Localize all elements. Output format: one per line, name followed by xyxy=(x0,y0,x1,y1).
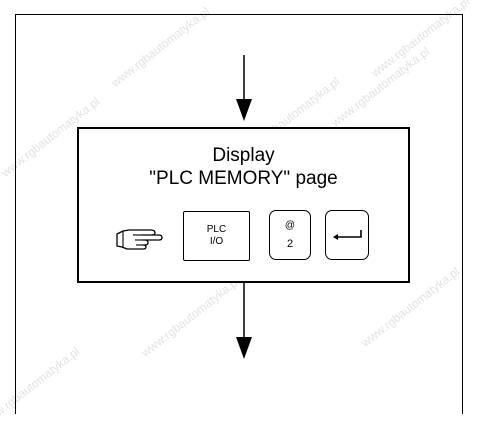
plc-io-key-line2: I/O xyxy=(209,236,224,247)
arrow-down-icon xyxy=(236,283,252,359)
plc-io-key[interactable]: PLC I/O xyxy=(183,211,250,261)
arrow-down-icon xyxy=(236,55,252,121)
step-box: Display "PLC MEMORY" page PLC I/O @ 2 xyxy=(77,127,410,283)
pointing-hand-icon xyxy=(116,229,163,250)
at-key-number: 2 xyxy=(286,238,294,250)
step-title-line2: "PLC MEMORY" page xyxy=(149,168,338,189)
plc-io-key-line1: PLC xyxy=(206,224,227,235)
step-title-line1: Display xyxy=(212,145,275,166)
at-key-symbol: @ xyxy=(284,220,296,231)
enter-key[interactable] xyxy=(325,210,369,260)
diagram-frame xyxy=(15,14,463,414)
enter-key-icon xyxy=(333,230,362,240)
flow-arrows xyxy=(236,55,252,359)
at-2-key[interactable]: @ 2 xyxy=(269,210,311,260)
